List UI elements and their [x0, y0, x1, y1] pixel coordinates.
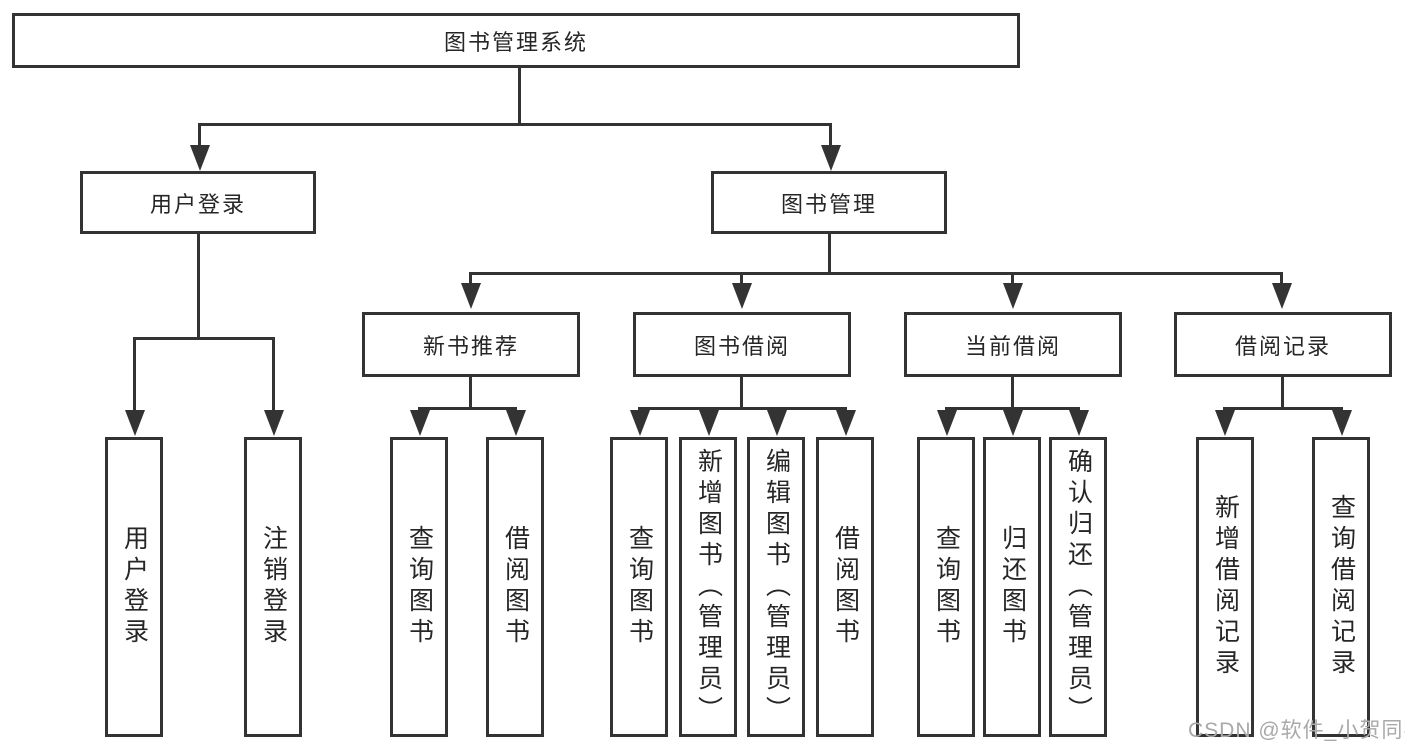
tree-arrow	[707, 407, 710, 410]
node-current-borrow: 当前借阅	[904, 312, 1122, 377]
tree-arrow	[775, 407, 778, 410]
arrow-to-book-borrow	[740, 272, 743, 283]
leaf-br-add-record: 新增借阅记录	[1196, 437, 1254, 737]
leaf-nb-borrow-book: 借阅图书	[486, 437, 544, 737]
node-label: 当前借阅	[964, 333, 1061, 359]
node-label: 归还图书	[998, 525, 1027, 649]
leaf-cb-confirm-return-admin: 确认归还（管理员）	[1049, 437, 1107, 737]
arrow-to-user-login-leaf	[133, 337, 136, 410]
connector-book-mgmt-stem	[828, 234, 831, 272]
leaf-nb-query-book: 查询图书	[390, 437, 448, 737]
connector-book-mgmt-branch	[469, 272, 1283, 275]
leaf-cb-return-book: 归还图书	[983, 437, 1041, 737]
tree-arrow	[1011, 407, 1014, 410]
leaf-bb-edit-book-admin: 编辑图书（管理员）	[747, 437, 805, 737]
csdn-watermark: CSDN @软件_小贺同学	[1188, 719, 1405, 742]
node-label: 用户登录	[149, 191, 246, 217]
node-label: 编辑图书（管理员）	[762, 447, 791, 727]
node-root: 图书管理系统	[12, 13, 1020, 68]
tree-arrow	[1223, 407, 1226, 410]
leaf-bb-add-book-admin: 新增图书（管理员）	[679, 437, 737, 737]
connector-root-branch	[198, 123, 831, 126]
node-label: 查询图书	[625, 525, 654, 649]
connector-current-borrow-stem	[1011, 377, 1014, 407]
node-borrow-record: 借阅记录	[1174, 312, 1392, 377]
node-label: 图书借阅	[693, 333, 790, 359]
leaf-user-login: 用户登录	[105, 437, 163, 737]
arrow-to-user-login	[198, 123, 201, 145]
tree-arrow	[638, 407, 641, 410]
arrow-to-borrow-record	[1280, 272, 1283, 283]
tree-arrow	[844, 407, 847, 410]
node-book-management: 图书管理	[711, 171, 947, 234]
connector-user-login-stem	[197, 234, 200, 338]
leaf-bb-borrow-book: 借阅图书	[816, 437, 874, 737]
node-label: 查询借阅记录	[1327, 494, 1356, 680]
leaf-logout-login: 注销登录	[244, 437, 302, 737]
leaf-br-query-record: 查询借阅记录	[1312, 437, 1370, 737]
node-label: 借阅图书	[831, 525, 860, 649]
node-label: 新增图书（管理员）	[694, 447, 723, 727]
connector-user-login-branch	[133, 337, 275, 340]
connector-borrow-record-stem	[1281, 377, 1284, 407]
node-label: 确认归还（管理员）	[1064, 447, 1093, 727]
connector-root-stem	[518, 68, 521, 123]
node-label: 图书管理	[780, 191, 877, 217]
arrow-to-current-borrow	[1011, 272, 1014, 283]
tree-arrow	[945, 407, 948, 410]
arrow-to-logout-leaf	[272, 337, 275, 410]
connector-book-borrow-stem	[740, 377, 743, 407]
node-label: 用户登录	[120, 525, 149, 649]
node-label: 查询图书	[405, 525, 434, 649]
connector-new-book-stem	[469, 377, 472, 407]
tree-arrow	[1077, 407, 1080, 410]
node-book-borrow: 图书借阅	[633, 312, 851, 377]
leaf-cb-query-book: 查询图书	[917, 437, 975, 737]
connector-book-borrow-branch	[638, 407, 847, 410]
node-label: 新书推荐	[422, 333, 519, 359]
arrow-to-new-book-recommend	[469, 272, 472, 283]
tree-arrow	[1340, 407, 1343, 410]
connector-borrow-record-branch	[1223, 407, 1342, 410]
arrow-to-book-management	[829, 123, 832, 145]
tree-arrow	[514, 407, 517, 410]
node-label: 注销登录	[259, 525, 288, 649]
connector-new-book-branch	[418, 407, 517, 410]
node-user-login: 用户登录	[80, 171, 316, 234]
node-label: 图书管理系统	[443, 29, 588, 55]
node-label: 借阅图书	[501, 525, 530, 649]
tree-arrow	[418, 407, 421, 410]
node-label: 借阅记录	[1234, 333, 1331, 359]
node-label: 新增借阅记录	[1211, 494, 1240, 680]
node-new-book-recommend: 新书推荐	[362, 312, 580, 377]
node-label: 查询图书	[932, 525, 961, 649]
leaf-bb-query-book: 查询图书	[610, 437, 668, 737]
